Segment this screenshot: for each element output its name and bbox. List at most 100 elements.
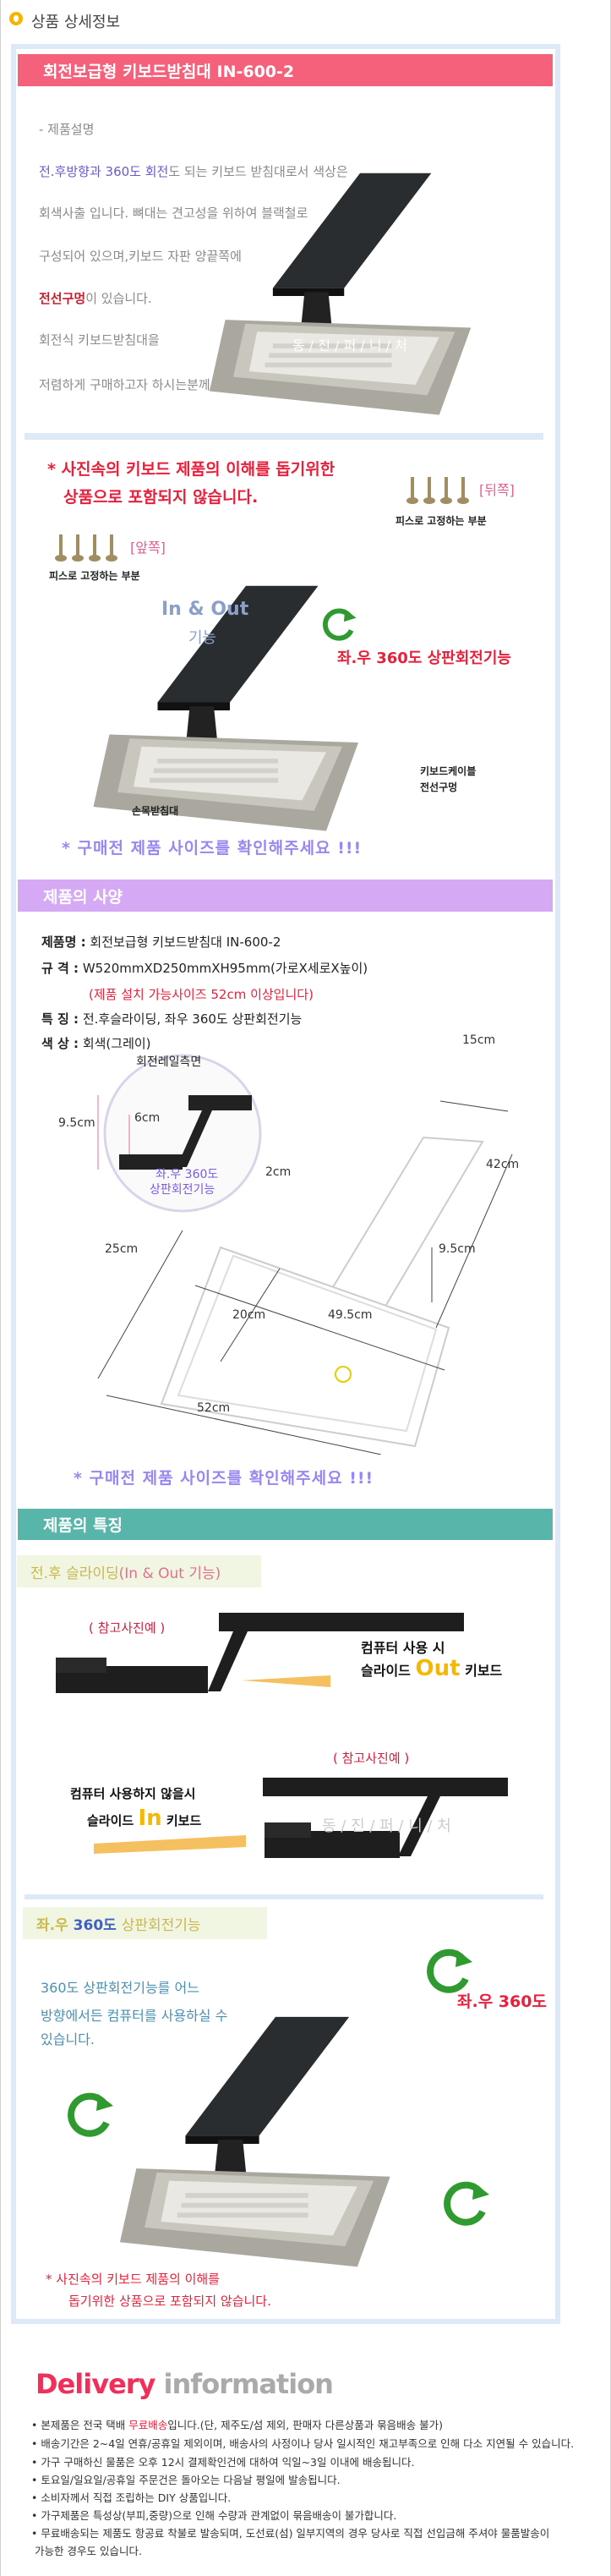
delivery-item: • 본제품은 전국 택배 무료배송입니다.(단, 제주도/섬 제외, 판매자 다… <box>31 2419 444 2431</box>
rotate-arrow-icon <box>423 1945 474 1996</box>
detail-panel <box>11 44 560 2324</box>
delivery-item-continued: 가능한 경우도 있습니다. <box>35 2545 142 2557</box>
in-line-1: 컴퓨터 사용하지 않을시 <box>70 1786 196 1801</box>
screws-icon <box>405 475 472 506</box>
page-title: 상품 상세정보 <box>31 14 121 31</box>
spec-size-note: (제품 설치 가능사이즈 52cm 이상입니다) <box>89 987 314 1002</box>
rotate-warning-1: * 사진속의 키보드 제품의 이해를 <box>46 2272 220 2287</box>
slide-text: 키보드 <box>166 1813 202 1828</box>
in-line-2: 슬라이드 In 키보드 <box>87 1806 201 1831</box>
slide-out-image <box>56 1613 464 1693</box>
delivery-text: 가구 구매하신 물품은 오후 12시 결제확인건에 대하여 익일~3일 이내에 … <box>41 2456 415 2469</box>
rail-title: 회전레일측면 <box>136 1055 202 1069</box>
delivery-title-b: information <box>163 2368 334 2400</box>
out-line-2: 슬라이드 Out 키보드 <box>361 1656 502 1681</box>
rotate-label: 좌.우 360도 상판회전기능 <box>337 649 511 667</box>
free-shipping-text: 무료배송 <box>128 2419 168 2431</box>
spec-value: 회전보급형 키보드받침대 IN-600-2 <box>90 934 281 950</box>
intro-line-5: 회전식 키보드받침대을 <box>39 332 160 348</box>
delivery-text: 토요일/일요일/공휴일 주문건은 돌아오는 다음날 평일에 발송됩니다. <box>41 2474 341 2486</box>
dim-rail-inner: 6cm <box>134 1111 161 1125</box>
rotate-line-1: 360도 상판회전기능를 어느 <box>41 1980 199 1996</box>
slide-in-image <box>94 1778 508 1858</box>
delivery-item: • 가구 구매하신 물품은 오후 12시 결제확인건에 대하여 익일~3일 이내… <box>31 2456 415 2469</box>
back-label: [뒤쪽] <box>479 482 515 498</box>
rotate-warning-2: 돕기위한 상품으로 포함되지 않습니다. <box>68 2294 271 2309</box>
delivery-item: • 배송기간은 2~4일 연휴/공휴일 제외이며, 배송사의 사정이나 당사 일… <box>31 2437 575 2450</box>
dim-top-width: 15cm <box>462 1033 496 1047</box>
ref-photo-label: ( 참고사진예 ) <box>89 1620 166 1636</box>
rotate-line-3: 있습니다. <box>41 2031 95 2047</box>
delivery-item: • 무료배송되는 제품도 항공료 착불로 발송되며, 도선료(섬) 일부지역의 … <box>31 2527 550 2540</box>
front-caption: 피스로 고정하는 부분 <box>49 570 140 582</box>
delivery-text: 무료배송되는 제품도 항공료 착불로 발송되며, 도선료(섬) 일부지역의 경우… <box>41 2527 550 2540</box>
spec-value: W520mmXD250mmXH95mm(가로X세로X높이) <box>82 961 368 976</box>
dim-top-length: 42cm <box>486 1158 520 1171</box>
spec-name: 제품명 : 회전보급형 키보드받침대 IN-600-2 <box>41 933 281 951</box>
watermark: 동 / 진 / 퍼 / 니 / 처 <box>292 337 407 354</box>
dim-rail-h: 9.5cm <box>58 1116 95 1130</box>
intro-heading: - 제품설명 <box>39 122 95 137</box>
intro-line-2: 회색사출 입니다. 뼈대는 견고성을 위하여 블랙철로 <box>39 206 308 221</box>
specs-header: 제품의 사양 <box>18 880 553 912</box>
wrist-label: 손목받침대 <box>132 805 179 817</box>
spec-label: 특 징 : <box>41 1011 79 1027</box>
product-image <box>199 169 521 423</box>
delivery-text: 배송기간은 2~4일 연휴/공휴일 제외이며, 배송사의 사정이나 당사 일시적… <box>41 2437 575 2450</box>
watermark: 동 / 진 / 퍼 / 니 / 처 <box>322 1817 451 1835</box>
delivery-title-a: Delivery <box>35 2368 155 2400</box>
subheading-text: (In & Out 기능) <box>118 1565 221 1582</box>
dim-inner-width: 49.5cm <box>328 1308 373 1322</box>
slide-text: 슬라이드 <box>87 1813 134 1828</box>
slide-text: 키보드 <box>465 1663 503 1679</box>
warning-line-1: * 사진속의 키보드 제품의 이해를 돕기위한 <box>47 460 336 479</box>
spec-label: 규 격 : <box>41 961 79 976</box>
subheading-text: 360도 <box>73 1916 117 1934</box>
section-divider <box>25 1894 543 1899</box>
delivery-item: • 가구제품은 특성상(부피,중량)으로 인해 수량과 관계없이 묶음배송이 불… <box>31 2509 397 2522</box>
intro-line-3: 구성되어 있으며,키보드 자판 양끝쪽에 <box>39 249 242 264</box>
delivery-text: 소비자께서 직접 조립하는 DIY 상품입니다. <box>41 2491 232 2504</box>
out-line-1: 컴퓨터 사용 시 <box>361 1640 445 1656</box>
cable-label-2: 전선구멍 <box>420 781 458 793</box>
intro-text: 이 있습니다. <box>85 291 152 306</box>
intro-highlight-red: 전선구멍 <box>39 291 86 306</box>
features-header: 제품의 특징 <box>18 1509 553 1540</box>
rail-rotate-1: 좌.우 360도 <box>155 1168 219 1181</box>
dimension-diagram <box>97 1054 513 1455</box>
intro-line-4: 전선구멍이 있습니다. <box>39 289 152 307</box>
spec-value: 전.후슬라이딩, 좌우 360도 상판회전기능 <box>82 1011 303 1027</box>
delivery-text: 가구제품은 특성상(부피,중량)으로 인해 수량과 관계없이 묶음배송이 불가합… <box>41 2509 397 2522</box>
intro-line-1: 전.후방향과 360도 회전도 되는 키보드 받침대로서 색상은 <box>39 162 348 180</box>
delivery-item: • 토요일/일요일/공휴일 주문건은 돌아오는 다음날 평일에 발송됩니다. <box>31 2474 341 2486</box>
rotate-badge: 좌.우 360도 <box>457 1992 547 2011</box>
rotate-arrow-icon <box>320 606 357 643</box>
product-header: 회전보급형 키보드받침대 IN-600-2 <box>18 54 553 86</box>
rotate-line-2: 방향에서든 컴퓨터를 사용하실 수 <box>41 2008 228 2024</box>
ref-photo-label: ( 참고사진예 ) <box>333 1751 410 1766</box>
delivery-item: • 소비자께서 직접 조립하는 DIY 상품입니다. <box>31 2491 232 2504</box>
bullet-icon <box>9 12 23 25</box>
back-caption: 피스로 고정하는 부분 <box>396 515 487 527</box>
slide-text: 슬라이드 <box>361 1663 411 1679</box>
spec-value: 회색(그레이) <box>82 1036 151 1051</box>
front-label: [앞쪽] <box>130 540 166 556</box>
inout-sub: 기능 <box>188 629 217 647</box>
dim-width: 52cm <box>197 1401 231 1415</box>
slide-subheading: 전.후 슬라이딩(In & Out 기능) <box>17 1555 261 1587</box>
cable-label-1: 키보드케이블 <box>420 765 477 777</box>
subheading-text: 좌.우 <box>36 1916 68 1934</box>
inout-label: In & Out <box>161 599 249 620</box>
warning-line-2: 상품으로 포함되지 않습니다. <box>63 488 259 507</box>
dim-gap: 2cm <box>265 1165 292 1179</box>
rotate-product-image <box>102 2013 449 2275</box>
spec-label: 색 상 : <box>41 1036 79 1051</box>
delivery-title: Delivery information <box>35 2368 334 2400</box>
screws-icon <box>53 533 121 563</box>
out-word: Out <box>415 1656 461 1681</box>
subheading-text: 전.후 슬라이딩 <box>30 1565 119 1582</box>
section-divider <box>25 433 543 440</box>
rail-rotate-2: 상판회전기능 <box>150 1183 215 1197</box>
delivery-text: 입니다.(단, 제주도/섬 제외, 판매자 다른상품과 묶음배송 불가) <box>167 2419 444 2431</box>
dim-side-h: 9.5cm <box>439 1242 476 1256</box>
